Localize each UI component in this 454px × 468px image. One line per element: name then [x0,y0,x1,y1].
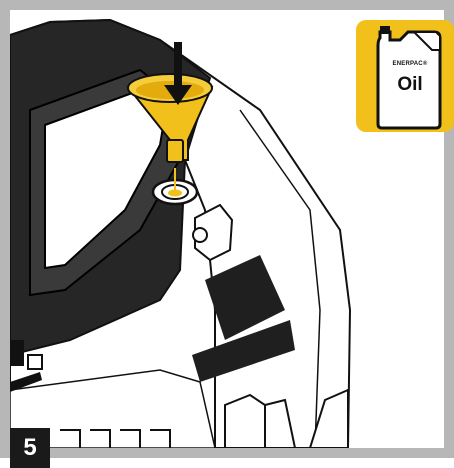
oil-label: Oil [397,74,423,95]
oil-brand-text: ENERPAC® [392,61,428,67]
step-number-badge: 5 [10,428,50,468]
oil-canister-icon: ENERPAC® Oil [356,20,454,132]
down-arrow-icon [164,42,192,105]
